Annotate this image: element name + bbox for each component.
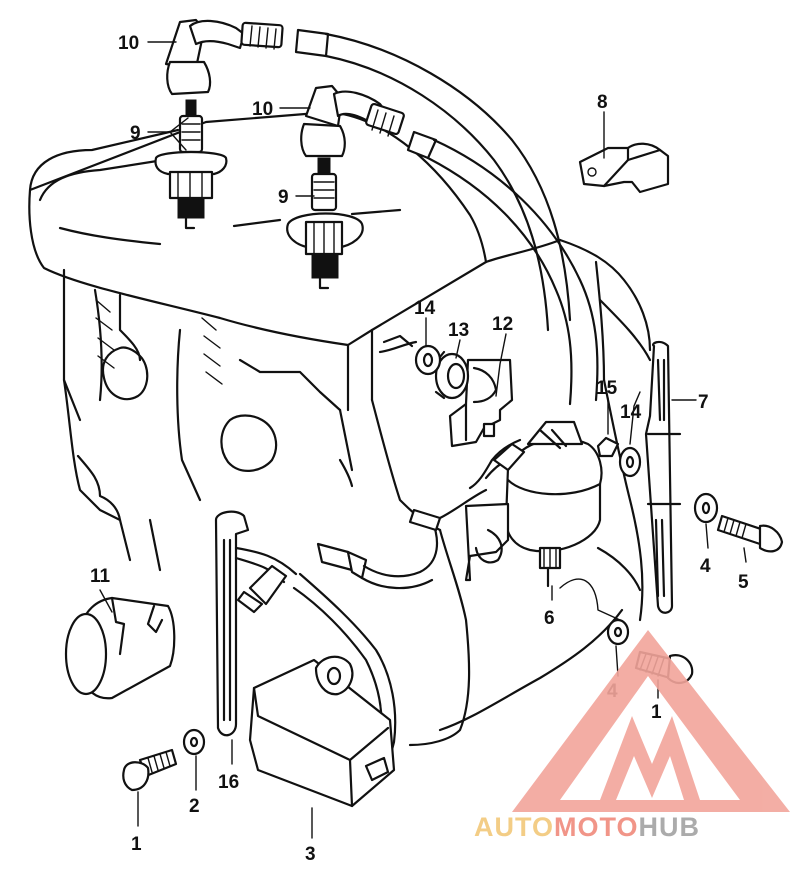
bolt-1-left bbox=[122, 748, 178, 792]
watermark-auto: AUTO bbox=[474, 812, 554, 842]
callout-13: 13 bbox=[448, 320, 469, 341]
callout-16: 16 bbox=[218, 772, 239, 793]
watermark-logo: AUTOMOTOHUB bbox=[474, 630, 790, 842]
cdi-unit-3 bbox=[248, 655, 396, 808]
callout-4-upper: 4 bbox=[700, 556, 711, 577]
wire-harness bbox=[234, 488, 488, 778]
callout-10-upper: 10 bbox=[118, 33, 139, 54]
engine-block bbox=[28, 110, 652, 747]
callout-9-upper: 9 bbox=[130, 123, 141, 144]
washer-4-lower bbox=[606, 618, 630, 646]
cover-sleeve-11 bbox=[64, 596, 176, 700]
washer-14-right bbox=[618, 446, 642, 478]
washer-2 bbox=[182, 728, 206, 756]
callout-9-lower: 9 bbox=[278, 187, 289, 208]
spacer-15 bbox=[596, 436, 620, 458]
watermark-hub: HUB bbox=[639, 812, 701, 842]
callout-8: 8 bbox=[597, 92, 608, 113]
ignition-coil bbox=[464, 420, 603, 588]
spark-plug-left bbox=[154, 99, 228, 230]
coil-bracket bbox=[448, 358, 514, 448]
watermark-text: AUTOMOTOHUB bbox=[474, 812, 700, 842]
adjust-plate bbox=[644, 340, 682, 614]
bracket bbox=[578, 142, 670, 194]
spark-plug-right bbox=[286, 157, 364, 290]
washer-4-upper bbox=[693, 492, 719, 524]
strap-16 bbox=[214, 510, 250, 737]
callout-numbers: 10 10 9 9 8 14 13 12 15 14 7 4 5 6 4 1 1… bbox=[90, 33, 749, 865]
ht-lead-upper bbox=[164, 18, 572, 332]
bolt-5 bbox=[716, 514, 784, 553]
watermark-m-icon bbox=[600, 716, 700, 800]
callout-11: 11 bbox=[90, 566, 111, 587]
callout-7: 7 bbox=[698, 392, 709, 413]
leader-lines bbox=[99, 41, 747, 839]
watermark-moto: MOTO bbox=[554, 812, 639, 842]
callout-6: 6 bbox=[544, 608, 555, 629]
callout-2: 2 bbox=[189, 796, 200, 817]
callout-15: 15 bbox=[596, 378, 618, 399]
rubber-grommet-13 bbox=[434, 350, 470, 400]
watermark-triangle-icon bbox=[512, 630, 790, 812]
washer-14-left bbox=[414, 344, 442, 376]
callout-5: 5 bbox=[738, 572, 749, 593]
callout-1-right: 1 bbox=[651, 702, 662, 723]
callout-1-left: 1 bbox=[131, 834, 142, 855]
callout-14-right: 14 bbox=[620, 402, 642, 423]
callout-14-left: 14 bbox=[414, 298, 436, 319]
callout-10-lower: 10 bbox=[252, 99, 273, 120]
callout-12: 12 bbox=[492, 314, 513, 335]
bolt-wire-left bbox=[378, 334, 418, 354]
callout-3: 3 bbox=[305, 844, 316, 865]
ht-lead-lower bbox=[300, 84, 599, 406]
